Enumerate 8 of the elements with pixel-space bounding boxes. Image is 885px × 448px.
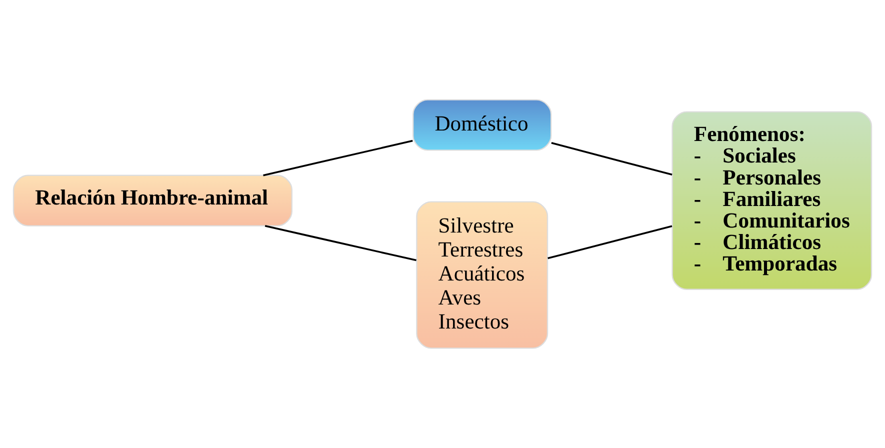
connector — [263, 140, 413, 176]
connector — [264, 225, 416, 262]
connector — [548, 225, 672, 260]
node-box: Fenómenos: - Sociales - Personales - Familiares - Comunitarios - Climáticos - Temporadas — [672, 111, 872, 290]
node-box: Silvestre Terrestres Acuáticos Aves Insectos — [416, 201, 548, 349]
connector — [551, 142, 672, 176]
node-box: Doméstico — [412, 99, 552, 151]
node-box: Relación Hombre-animal — [12, 174, 292, 226]
